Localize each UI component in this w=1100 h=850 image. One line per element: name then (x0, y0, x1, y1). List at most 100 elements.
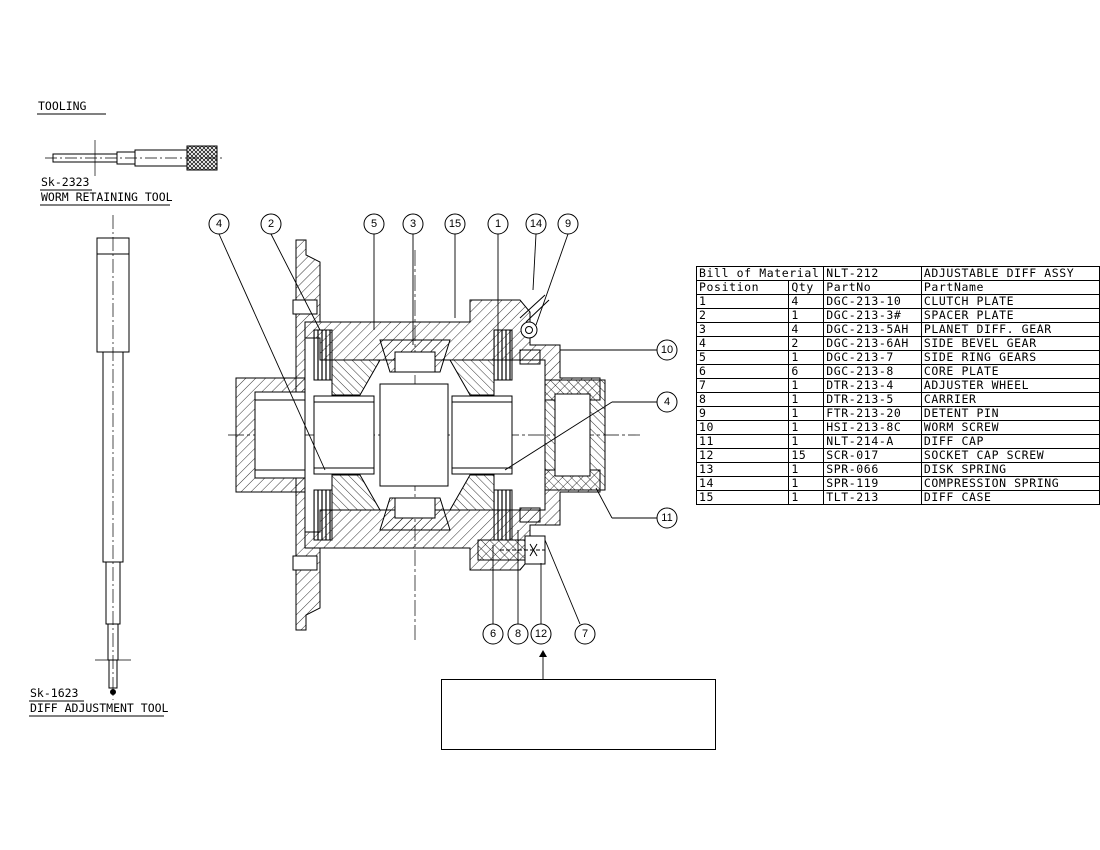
cell-qty: 15 (788, 448, 825, 463)
cell-qty: 4 (788, 322, 825, 337)
cell-partno: DTR-213-5 (823, 392, 922, 407)
cell-partno: NLT-214-A (823, 434, 922, 449)
diff-assembly-section (228, 239, 640, 640)
balloon-label: 14 (530, 218, 542, 230)
balloon-label: 12 (535, 628, 547, 640)
worm-retaining-tool-drawing (45, 140, 225, 176)
cell-position: 13 (695, 462, 790, 477)
bom-header-row: Bill of Material NLT-212 ADJUSTABLE DIFF… (695, 266, 1100, 281)
cell-position: 5 (695, 350, 790, 365)
balloon: 12 (530, 623, 552, 645)
bill-of-materials-table: Bill of Material NLT-212 ADJUSTABLE DIFF… (695, 266, 1100, 505)
balloon-label: 7 (582, 628, 588, 640)
cell-partno: SCR-017 (823, 448, 922, 463)
balloon-label: 3 (410, 218, 416, 230)
arrowhead-icon (539, 650, 547, 657)
balloon: 7 (574, 623, 596, 645)
cell-position: 2 (695, 308, 790, 323)
balloon: 4 (656, 391, 678, 413)
diff-adjustment-tool-drawing (95, 215, 131, 700)
column-header-qty: Qty (788, 280, 825, 295)
cell-qty: 1 (788, 392, 825, 407)
cell-qty: 1 (788, 420, 825, 435)
cell-qty: 1 (788, 350, 825, 365)
cell-position: 7 (695, 378, 790, 393)
balloon-label: 5 (371, 218, 377, 230)
cell-partname: SIDE BEVEL GEAR (920, 336, 1100, 351)
cell-position: 4 (695, 336, 790, 351)
cell-qty: 4 (788, 294, 825, 309)
worm-tool-part-number: Sk-2323 (41, 175, 90, 189)
cell-position: 15 (695, 490, 790, 505)
balloon: 6 (482, 623, 504, 645)
cell-position: 14 (695, 476, 790, 491)
balloon-label: 4 (664, 396, 670, 408)
balloon-label: 1 (495, 218, 501, 230)
balloon: 4 (208, 213, 230, 235)
cell-partname: DIFF CAP (920, 434, 1100, 449)
cell-partno: DTR-213-4 (823, 378, 922, 393)
balloon: 5 (363, 213, 385, 235)
balloon: 15 (444, 213, 466, 235)
cell-partname: ADJUSTER WHEEL (920, 378, 1100, 393)
balloon: 9 (557, 213, 579, 235)
diff-tool-name: DIFF ADJUSTMENT TOOL (30, 701, 169, 715)
cell-position: 12 (695, 448, 790, 463)
bom-assembly-name: ADJUSTABLE DIFF ASSY (920, 266, 1100, 281)
cell-qty: 1 (788, 434, 825, 449)
balloon: 2 (260, 213, 282, 235)
cell-partno: SPR-066 (823, 462, 922, 477)
balloon: 10 (656, 339, 678, 361)
cell-partno: DGC-213-5AH (823, 322, 922, 337)
cell-partno: DGC-213-3# (823, 308, 922, 323)
cell-partname: CARRIER (920, 392, 1100, 407)
column-header-partname: PartName (920, 280, 1100, 295)
diff-tool-part-number: Sk-1623 (30, 686, 79, 700)
cell-partname: WORM SCREW (920, 420, 1100, 435)
worm-tool-name: WORM RETAINING TOOL (41, 190, 173, 204)
cell-partname: DIFF CASE (920, 490, 1100, 505)
balloon-label: 2 (268, 218, 274, 230)
cell-partno: DGC-213-10 (823, 294, 922, 309)
column-header-position: Position (695, 280, 790, 295)
balloon-label: 6 (490, 628, 496, 640)
cell-position: 8 (695, 392, 790, 407)
cell-partname: SPACER PLATE (920, 308, 1100, 323)
cell-partname: PLANET DIFF. GEAR (920, 322, 1100, 337)
cell-partno: DGC-213-6AH (823, 336, 922, 351)
balloon-label: 4 (216, 218, 222, 230)
cell-position: 1 (695, 294, 790, 309)
balloon-label: 9 (565, 218, 571, 230)
balloon: 3 (402, 213, 424, 235)
cell-qty: 1 (788, 406, 825, 421)
balloon-label: 11 (661, 512, 672, 524)
cell-qty: 1 (788, 476, 825, 491)
leader-lines (218, 233, 657, 679)
balloon: 1 (487, 213, 509, 235)
bom-assembly-number: NLT-212 (823, 266, 922, 281)
bom-title: Bill of Material (695, 266, 825, 281)
cell-partname: DETENT PIN (920, 406, 1100, 421)
cell-partno: DGC-213-8 (823, 364, 922, 379)
cell-position: 3 (695, 322, 790, 337)
cell-partno: DGC-213-7 (823, 350, 922, 365)
note-box (441, 679, 716, 750)
cell-partname: SIDE RING GEARS (920, 350, 1100, 365)
balloon: 8 (507, 623, 529, 645)
cell-partname: SOCKET CAP SCREW (920, 448, 1100, 463)
cell-qty: 1 (788, 378, 825, 393)
tooling-heading: TOOLING (38, 99, 87, 113)
cell-qty: 1 (788, 308, 825, 323)
cell-partno: SPR-119 (823, 476, 922, 491)
